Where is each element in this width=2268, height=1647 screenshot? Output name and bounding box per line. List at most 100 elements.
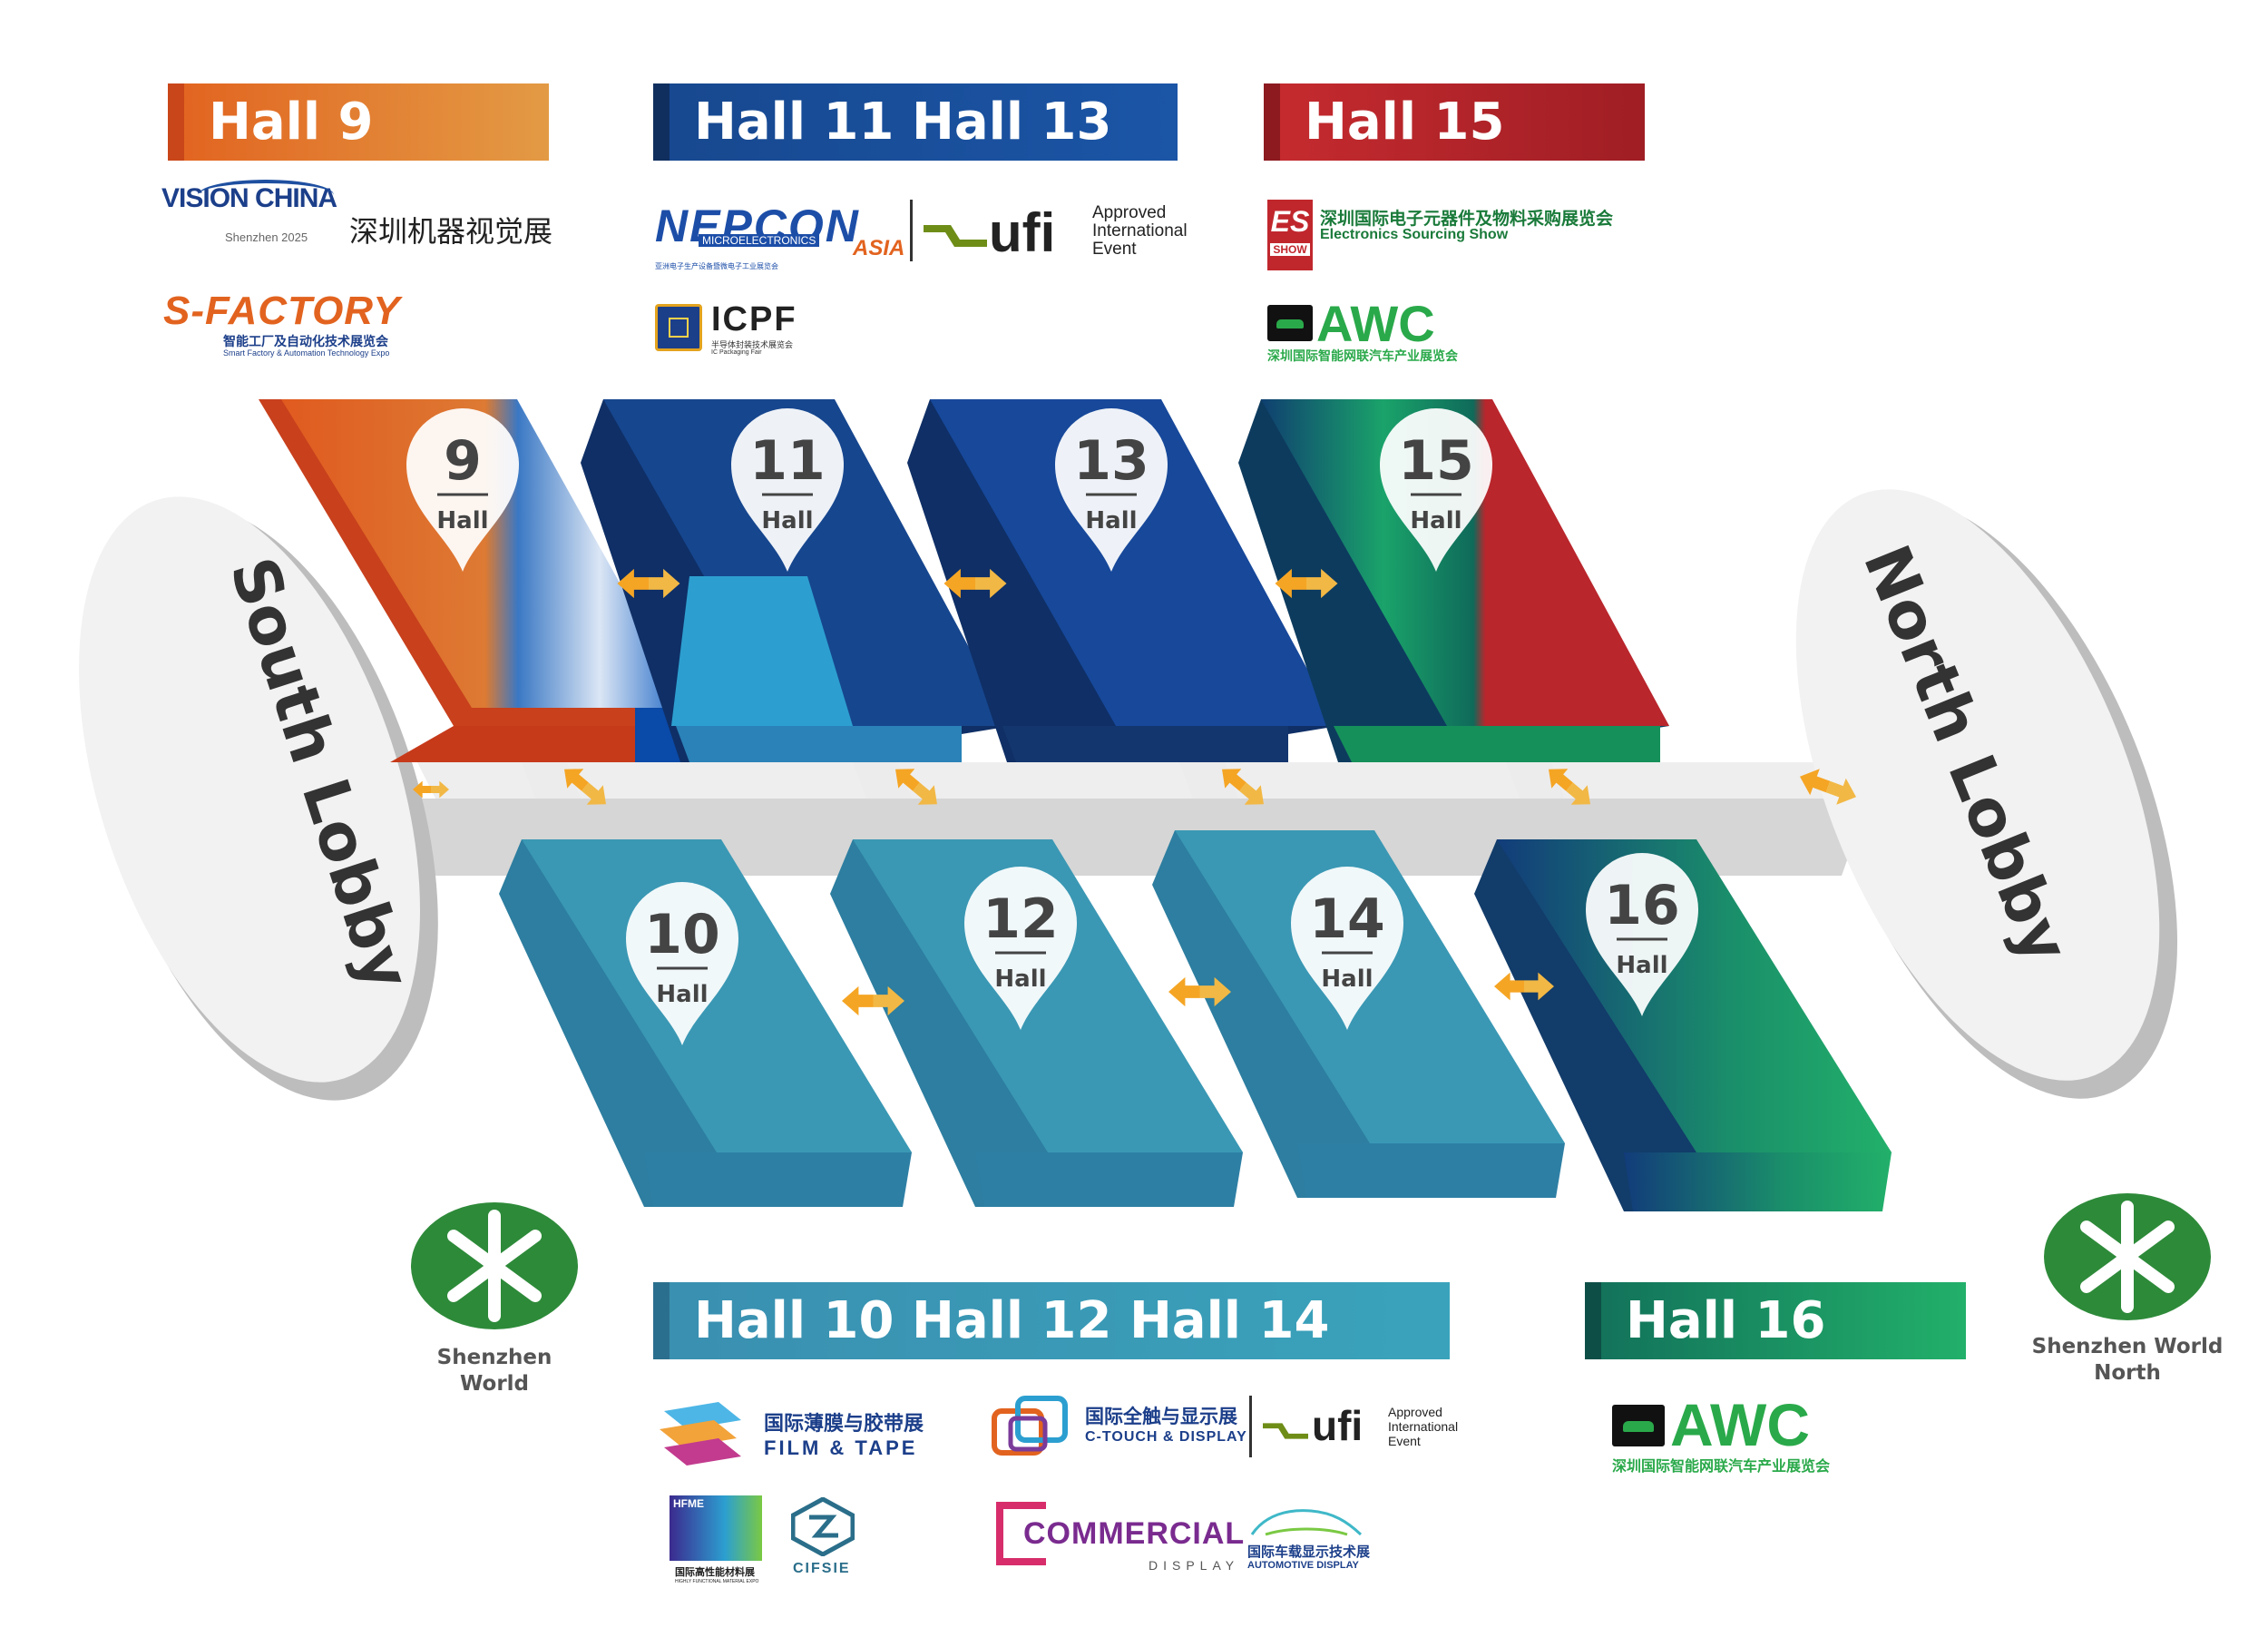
commercial-name: COMMERCIAL <box>1023 1516 1246 1551</box>
awc-bottom-car-icon <box>1612 1405 1665 1446</box>
cifsie-name: CIFSIE <box>793 1561 851 1576</box>
banner-hall-9: Hall 9 <box>168 83 549 161</box>
metro-icon-shenzhen-world <box>411 1202 578 1329</box>
awc-top-car-icon <box>1267 305 1313 341</box>
ufi-bottom-line2: International <box>1388 1419 1459 1434</box>
awc-top-cn: 深圳国际智能网联汽车产业展览会 <box>1267 348 1458 363</box>
hall-10-number: 10 <box>644 903 720 966</box>
hall-14-pin-icon <box>1291 867 1403 1030</box>
nepcon-cn: 亚洲电子生产设备暨微电子工业展览会 <box>655 262 778 270</box>
banner-hall-9-text: Hall 9 <box>209 93 374 152</box>
logo-sfactory: S-FACTORY 智能工厂及自动化技术展览会 Smart Factory & … <box>163 289 401 358</box>
es-show-cn: 深圳国际电子元器件及物料采购展览会 <box>1320 210 1614 229</box>
hall-11-label: Hall <box>761 507 813 534</box>
commercial-sub: DISPLAY <box>1149 1558 1240 1573</box>
hall-11-pin-icon <box>731 408 844 572</box>
hall-9-label: Hall <box>436 507 488 534</box>
c-touch-frame-icon <box>992 1396 1068 1456</box>
hall-9-pin-icon <box>406 408 519 572</box>
es-show-en: Electronics Sourcing Show <box>1320 227 1509 242</box>
sfactory-name: S-FACTORY <box>163 289 401 333</box>
vision-china-sub: Shenzhen 2025 <box>225 230 308 244</box>
ufi-top-mark-icon <box>924 225 987 247</box>
sfactory-cn: 智能工厂及自动化技术展览会 <box>223 334 388 348</box>
hall-14-label: Hall <box>1321 966 1373 993</box>
ufi-bottom-name: ufi <box>1312 1402 1364 1449</box>
logo-nepcon: NEPCON MICROELECTRONICS ASIA 亚洲电子生产设备暨微电… <box>655 200 904 270</box>
corridor-top <box>417 762 1878 799</box>
hall-9-block <box>259 399 689 762</box>
hall-12-pin-icon <box>964 867 1077 1030</box>
hall-16-label: Hall <box>1616 952 1667 979</box>
hall-15-pin-icon <box>1380 408 1492 572</box>
ufi-top-name: ufi <box>989 202 1056 263</box>
south-lobby <box>79 496 438 1101</box>
hfme-cn: 国际高性能材料展 <box>675 1567 755 1578</box>
hfme-mark-text: HFME <box>673 1497 704 1510</box>
vision-china-cn: 深圳机器视觉展 <box>349 214 553 249</box>
station-shenzhen-world-north-line1: Shenzhen World <box>2031 1335 2224 1358</box>
nepcon-micro: MICROELECTRONICS <box>699 234 820 247</box>
c-touch-en: C-TOUCH & DISPLAY <box>1085 1429 1247 1445</box>
hall-13-pin-icon <box>1055 408 1168 572</box>
hall-13-block <box>907 399 1338 762</box>
hall-9-number: 9 <box>444 429 482 493</box>
nepcon-asia: ASIA <box>853 236 905 260</box>
ufi-top-line2: International <box>1092 221 1188 240</box>
c-touch-cn: 国际全触与显示展 <box>1085 1407 1237 1427</box>
station-shenzhen-world: Shenzhen World <box>399 1345 590 1397</box>
hall-14-number: 14 <box>1309 887 1385 951</box>
station-shenzhen-world-north: Shenzhen World North <box>2028 1334 2227 1387</box>
film-tape-layers-icon <box>660 1402 741 1466</box>
icpf-en: IC Packaging Fair <box>711 349 762 356</box>
commercial-c-icon <box>996 1502 1046 1565</box>
north-lobby <box>1795 489 2178 1099</box>
banner-hall-15-text: Hall 15 <box>1305 93 1505 152</box>
automotive-cn: 国际车载显示技术展 <box>1247 1544 1371 1560</box>
es-show-mark: ES SHOW <box>1267 200 1313 270</box>
hall-16-pin-icon <box>1586 853 1698 1016</box>
hall-11-number: 11 <box>749 429 826 493</box>
hall-12-label: Hall <box>994 966 1046 993</box>
banner-hall-16: Hall 16 <box>1585 1282 1966 1359</box>
awc-bottom-cn: 深圳国际智能网联汽车产业展览会 <box>1612 1459 1831 1475</box>
es-show-mark1: ES <box>1270 205 1310 238</box>
ufi-bottom-line1: Approved <box>1388 1405 1442 1419</box>
awc-top-name: AWC <box>1316 295 1435 352</box>
automotive-en: AUTOMOTIVE DISPLAY <box>1247 1560 1359 1571</box>
icpf-cn: 半导体封装技术展览会 <box>711 340 794 349</box>
ufi-bottom-mark-icon <box>1263 1423 1308 1439</box>
hall-12-number: 12 <box>982 887 1059 951</box>
ufi-top-line3: Event <box>1092 240 1137 259</box>
hfme-en: HIGHLY FUNCTIONAL MATERIAL EXPO <box>675 1579 759 1584</box>
hall-15-number: 15 <box>1398 429 1474 493</box>
film-tape-en: FILM & TAPE <box>764 1436 918 1459</box>
banner-hall-11-13: Hall 11 Hall 13 <box>653 83 1178 161</box>
ufi-bottom-line3: Event <box>1388 1434 1421 1448</box>
hall-13-number: 13 <box>1073 429 1149 493</box>
es-show-mark2: SHOW <box>1270 243 1310 256</box>
hall-10-pin-icon <box>626 882 738 1045</box>
hall-16-number: 16 <box>1604 874 1680 937</box>
hall-12-block <box>830 839 1243 1207</box>
ufi-top-line1: Approved <box>1092 203 1167 222</box>
hall-10-block <box>499 839 912 1207</box>
icpf-name: ICPF <box>711 300 797 338</box>
hall-15-label: Hall <box>1410 507 1461 534</box>
hall-10-label: Hall <box>656 981 708 1008</box>
hall-11-block <box>581 399 1012 762</box>
film-tape-cn: 国际薄膜与胶带展 <box>764 1412 924 1435</box>
metro-icon-shenzhen-world-north <box>2044 1193 2211 1320</box>
banner-hall-16-text: Hall 16 <box>1626 1291 1826 1350</box>
sfactory-en: Smart Factory & Automation Technology Ex… <box>223 348 390 358</box>
hfme-mark <box>670 1495 762 1561</box>
logo-vision-china: VISION CHINA Shenzhen 2025 <box>161 180 337 244</box>
c-touch-divider <box>1249 1396 1252 1457</box>
banner-hall-11-13-text: Hall 11 Hall 13 <box>694 93 1112 152</box>
hall-15-block <box>1238 399 1669 762</box>
awc-bottom-name: AWC <box>1670 1391 1810 1458</box>
station-shenzhen-world-north-line2: North <box>2094 1361 2161 1385</box>
cifsie-mark-icon <box>791 1497 855 1556</box>
banner-hall-10-12-14-text: Hall 10 Hall 12 Hall 14 <box>694 1291 1330 1350</box>
